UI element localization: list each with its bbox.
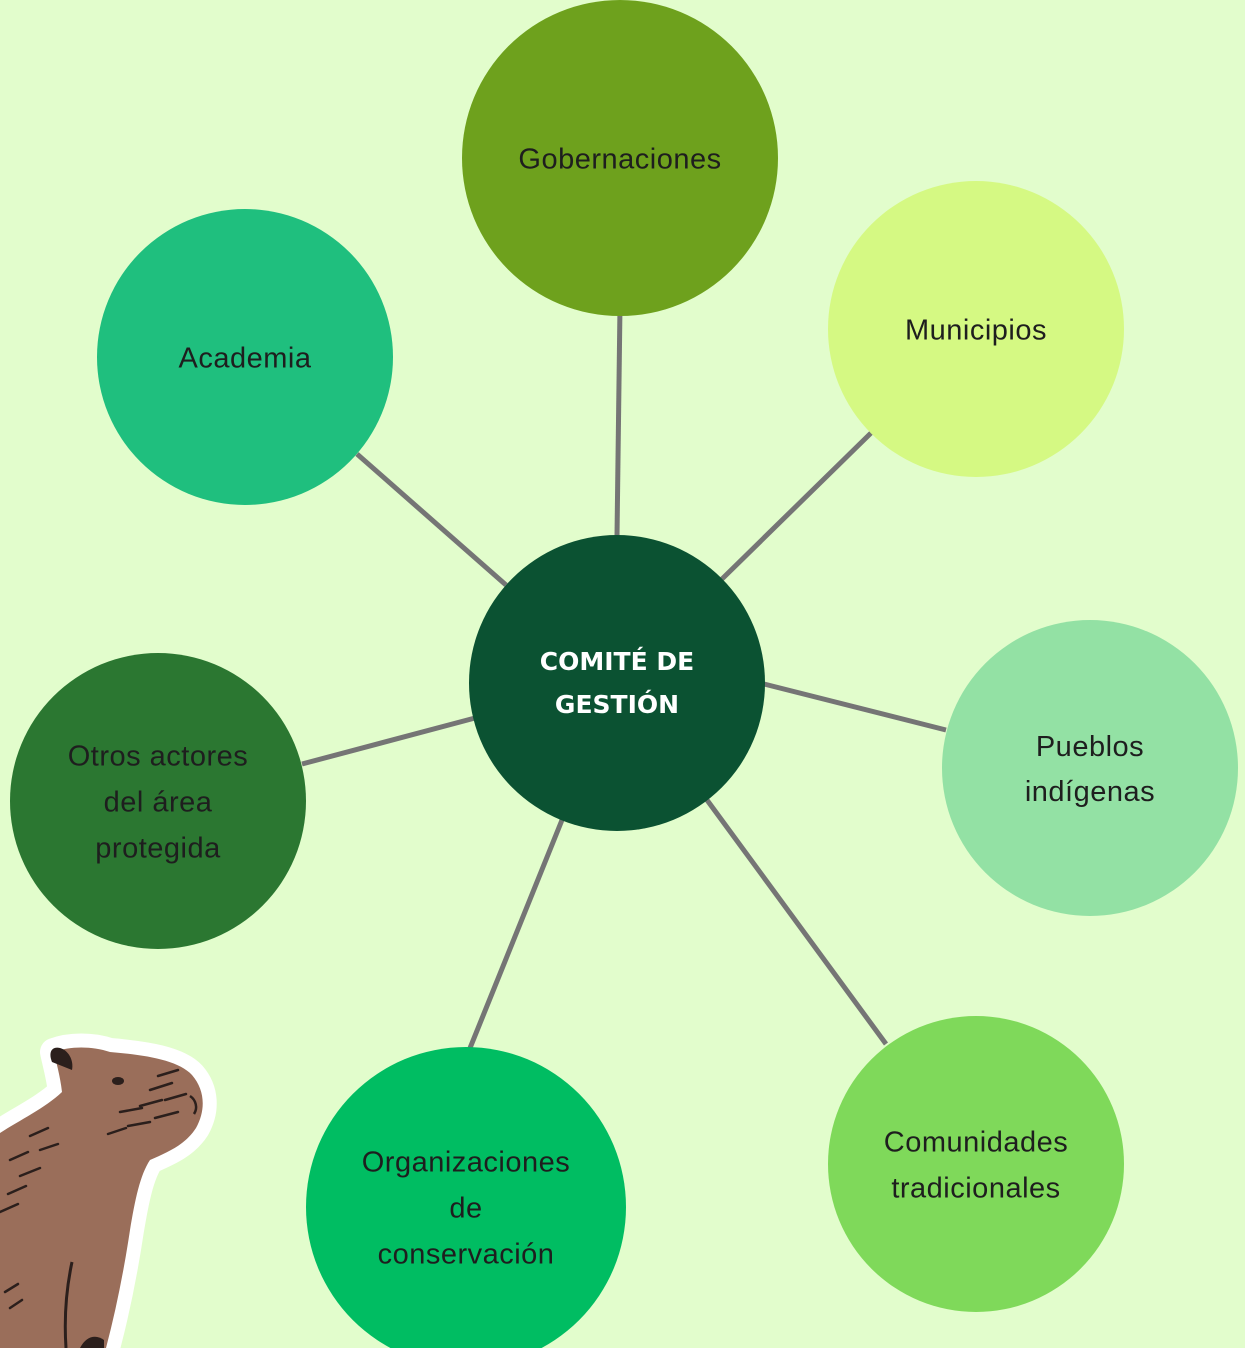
node-label-line: de bbox=[449, 1192, 482, 1224]
capybara-fur-stroke bbox=[153, 1110, 180, 1120]
capybara-body bbox=[0, 1047, 203, 1348]
capybara-fur-stroke bbox=[156, 1068, 180, 1078]
connector-academia bbox=[355, 452, 508, 587]
capybara-illustration bbox=[0, 1033, 217, 1348]
node-label-line: protegida bbox=[95, 832, 221, 864]
connector-comunidades-tradicionales bbox=[704, 798, 889, 1046]
node-label-municipios: Municipios bbox=[905, 314, 1047, 346]
capybara-ear bbox=[50, 1047, 73, 1070]
capybara-fur-stroke bbox=[28, 1126, 50, 1138]
connector-otros-actores bbox=[301, 715, 476, 767]
capybara-nose bbox=[189, 1094, 198, 1115]
connector-municipios bbox=[720, 431, 873, 581]
capybara-fur-stroke bbox=[0, 1202, 20, 1214]
node-comunidades-tradicionales: Comunidades tradicionales bbox=[828, 1016, 1124, 1312]
node-pueblos-indigenas: Pueblos indígenas bbox=[942, 620, 1238, 916]
center-label-line: GESTIÓN bbox=[555, 689, 679, 719]
capybara-fur-stroke bbox=[126, 1120, 152, 1128]
capybara-fur-stroke bbox=[8, 1298, 24, 1310]
connector-gobernaciones bbox=[614, 305, 623, 537]
node-organizaciones-conservacion: Organizaciones de conservación bbox=[306, 1047, 626, 1348]
center-label: COMITÉ DE GESTIÓN bbox=[540, 647, 694, 719]
node-label-line: Comunidades bbox=[884, 1126, 1068, 1158]
node-circle-comunidades-tradicionales bbox=[828, 1016, 1124, 1312]
node-gobernaciones: Gobernaciones bbox=[462, 0, 778, 316]
node-label-comunidades-tradicionales: Comunidades tradicionales bbox=[884, 1126, 1068, 1204]
capybara-fur-stroke bbox=[38, 1142, 60, 1152]
node-municipios: Municipios bbox=[828, 181, 1124, 477]
capybara-leg bbox=[63, 1261, 74, 1348]
node-circle-academia bbox=[97, 209, 393, 505]
node-circle-municipios bbox=[828, 181, 1124, 477]
node-label-otros-actores: Otros actores del área protegida bbox=[68, 740, 249, 864]
capybara-fur-stroke bbox=[163, 1092, 188, 1102]
node-circle-organizaciones-conservacion bbox=[306, 1047, 626, 1348]
capybara-fur-stroke bbox=[3, 1282, 20, 1294]
node-label-gobernaciones: Gobernaciones bbox=[518, 143, 721, 175]
node-label-line: Otros actores bbox=[68, 740, 249, 772]
node-academia: Academia bbox=[97, 209, 393, 505]
capybara-eye bbox=[112, 1077, 124, 1085]
node-circle-otros-actores bbox=[10, 653, 306, 949]
node-otros-actores: Otros actores del área protegida bbox=[10, 653, 306, 949]
node-label-organizaciones-conservacion: Organizaciones de conservación bbox=[362, 1146, 571, 1270]
node-label-pueblos-indigenas: Pueblos indígenas bbox=[1025, 731, 1155, 808]
capybara-fur-stroke bbox=[18, 1166, 42, 1178]
capybara-fur-stroke bbox=[148, 1081, 174, 1092]
node-label-line: conservación bbox=[378, 1238, 555, 1270]
capybara-fur-stroke bbox=[138, 1098, 164, 1108]
center-label-line: COMITÉ DE bbox=[540, 647, 694, 676]
node-label-line: del área bbox=[104, 786, 213, 818]
center-circle bbox=[469, 535, 765, 831]
node-label-line: indígenas bbox=[1025, 776, 1155, 808]
connector-pueblos-indigenas bbox=[763, 681, 947, 733]
node-circle-gobernaciones bbox=[462, 0, 778, 316]
capybara-fur-stroke bbox=[106, 1126, 128, 1136]
node-label-academia: Academia bbox=[179, 342, 312, 374]
center-node: COMITÉ DE GESTIÓN bbox=[469, 535, 765, 831]
node-label-line: Organizaciones bbox=[362, 1146, 571, 1178]
capybara-fur-stroke bbox=[6, 1184, 28, 1196]
node-label-line: tradicionales bbox=[891, 1172, 1060, 1204]
node-label-line: Pueblos bbox=[1036, 731, 1144, 763]
connector-group bbox=[301, 305, 947, 1059]
node-label-line: Municipios bbox=[905, 314, 1047, 346]
node-label-line: Gobernaciones bbox=[518, 143, 721, 175]
node-circle-pueblos-indigenas bbox=[942, 620, 1238, 916]
node-label-line: Academia bbox=[179, 342, 312, 374]
capybara-fur-stroke bbox=[118, 1106, 144, 1114]
connector-organizaciones-conservacion bbox=[463, 819, 565, 1059]
capybara-foot bbox=[80, 1336, 104, 1348]
capybara-fur-stroke bbox=[8, 1150, 30, 1162]
